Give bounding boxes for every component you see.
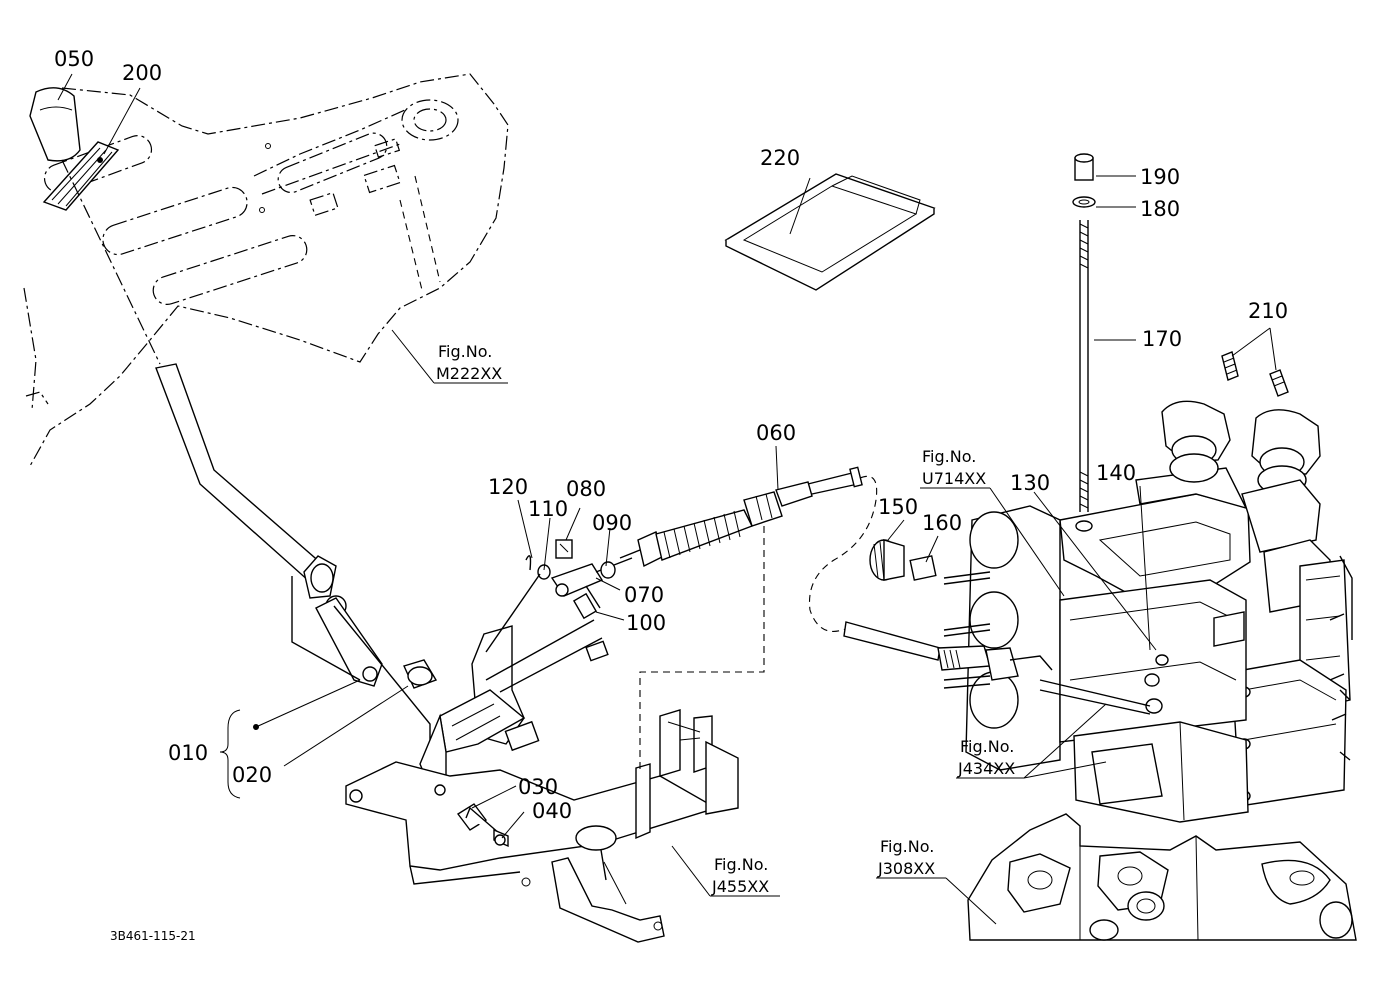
tie-rod bbox=[1072, 153, 1096, 512]
part-label-090: 090 bbox=[592, 511, 632, 535]
part-label-140: 140 bbox=[1096, 461, 1136, 485]
part-label-040: 040 bbox=[532, 799, 572, 823]
part-label-200: 200 bbox=[122, 61, 162, 85]
adjuster-knob bbox=[869, 539, 937, 581]
part-label-170: 170 bbox=[1142, 327, 1182, 351]
ref-number-j308: J308XX bbox=[877, 859, 935, 878]
part-label-070: 070 bbox=[624, 583, 664, 607]
part-label-110: 110 bbox=[528, 497, 568, 521]
part-label-160: 160 bbox=[922, 511, 962, 535]
ref-caption-u714: Fig.No. bbox=[922, 447, 976, 466]
springs bbox=[1221, 351, 1289, 397]
ref-caption-j308: Fig.No. bbox=[880, 837, 934, 856]
part-label-210: 210 bbox=[1248, 299, 1288, 323]
clevis-parts bbox=[485, 539, 633, 653]
part-label-180: 180 bbox=[1140, 197, 1180, 221]
part-label-120: 120 bbox=[488, 475, 528, 499]
leader-lines bbox=[57, 73, 1277, 839]
ref-number-m222: M222XX bbox=[436, 364, 502, 383]
ref-number-j455: J455XX bbox=[711, 877, 769, 896]
leader-010-line bbox=[255, 679, 361, 728]
owners-manual bbox=[724, 173, 936, 291]
ref-caption-j455: Fig.No. bbox=[714, 855, 768, 874]
part-label-060: 060 bbox=[756, 421, 796, 445]
part-labels: 050 200 220 190 180 210 170 060 120 080 … bbox=[54, 47, 1288, 823]
shift-knob bbox=[29, 87, 81, 162]
figure-references: Fig.No. M222XX Fig.No. U714XX Fig.No. J4… bbox=[436, 342, 1015, 896]
part-label-010: 010 bbox=[168, 741, 208, 765]
lever-bracket bbox=[419, 619, 609, 794]
part-label-220: 220 bbox=[760, 146, 800, 170]
cable-leader-060 bbox=[639, 526, 765, 770]
part-label-130: 130 bbox=[1010, 471, 1050, 495]
ref-number-j434: J434XX bbox=[957, 759, 1015, 778]
part-label-100: 100 bbox=[626, 611, 666, 635]
part-label-030: 030 bbox=[518, 775, 558, 799]
control-valve bbox=[937, 400, 1353, 823]
group-brace-010 bbox=[219, 709, 241, 799]
clip-and-bolt bbox=[456, 803, 509, 848]
ref-caption-j434: Fig.No. bbox=[960, 737, 1014, 756]
part-label-020: 020 bbox=[232, 763, 272, 787]
diagram-code: 3B461-115-21 bbox=[110, 929, 196, 943]
ref-caption-m222: Fig.No. bbox=[438, 342, 492, 361]
part-label-050: 050 bbox=[54, 47, 94, 71]
part-label-080: 080 bbox=[566, 477, 606, 501]
lower-housing bbox=[967, 813, 1357, 941]
shift-lever bbox=[155, 363, 438, 774]
ref-number-u714: U714XX bbox=[922, 469, 986, 488]
base-bracket bbox=[345, 709, 739, 943]
group-dot-010 bbox=[253, 724, 259, 730]
centre-line-lever bbox=[61, 159, 161, 365]
fender-panel bbox=[23, 73, 509, 467]
decal-plate bbox=[42, 141, 120, 211]
part-label-150: 150 bbox=[878, 495, 918, 519]
control-cable bbox=[619, 466, 941, 661]
part-label-190: 190 bbox=[1140, 165, 1180, 189]
reference-leaders bbox=[391, 329, 1107, 925]
